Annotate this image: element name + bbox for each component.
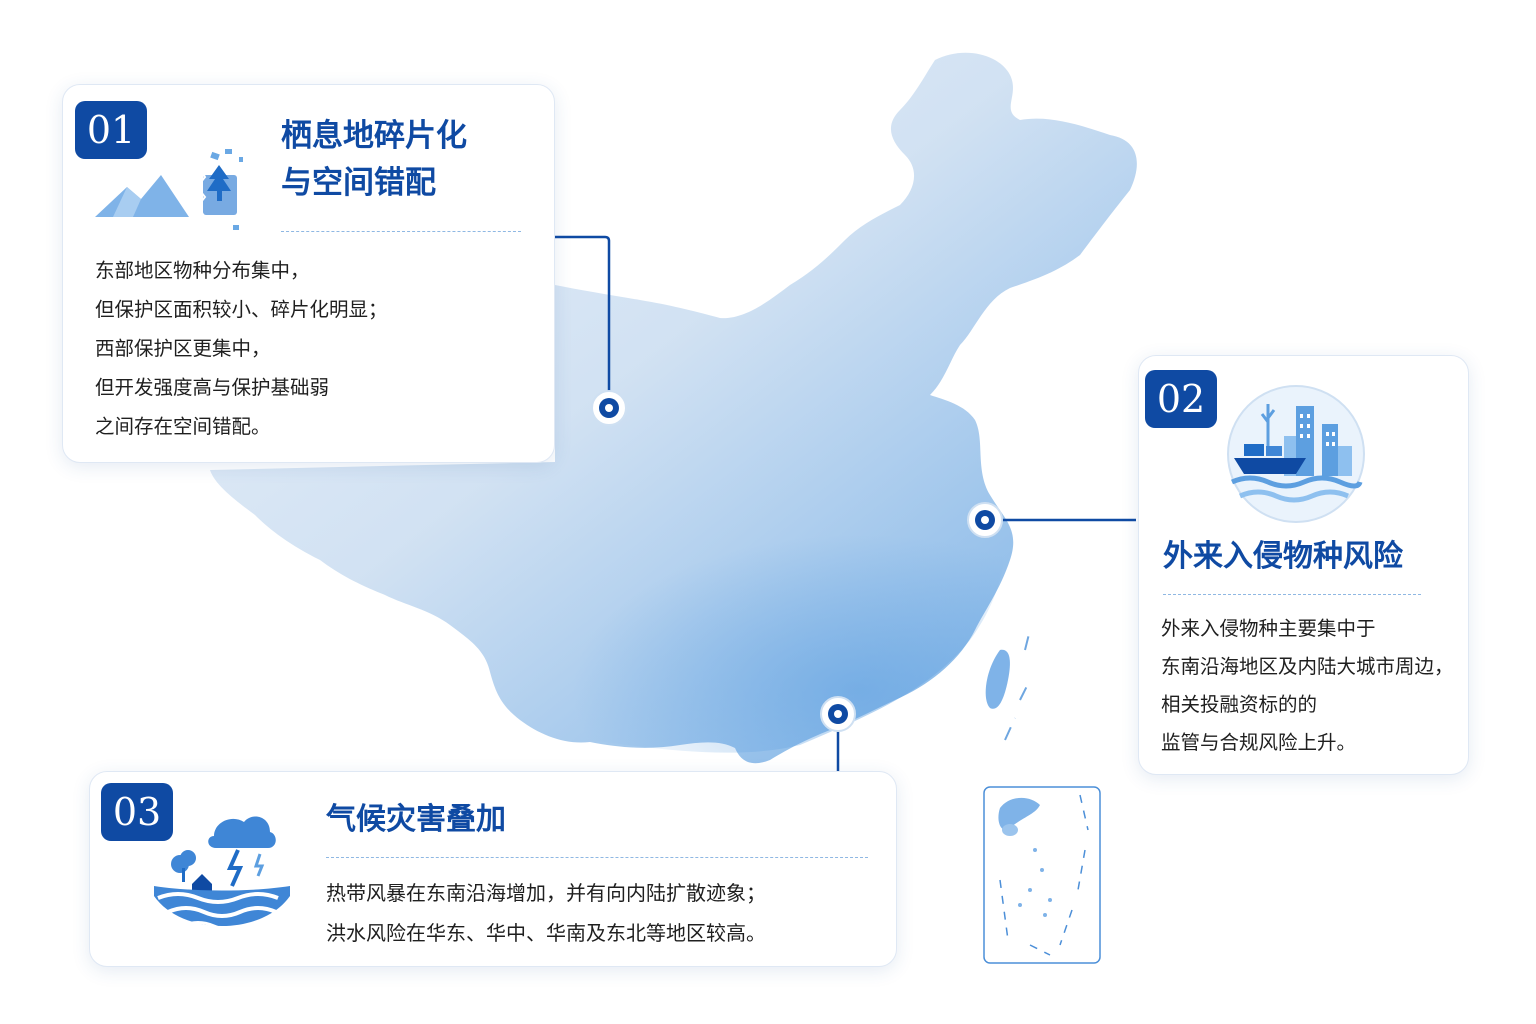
card-title: 外来入侵物种风险 xyxy=(1163,534,1403,579)
card-title-line: 栖息地碎片化 xyxy=(281,118,467,154)
connector-lines xyxy=(555,235,1136,772)
card-body-line: 洪水风险在华东、华中、华南及东北等地区较高。 xyxy=(326,921,766,945)
card-number-badge: 02 xyxy=(1145,370,1217,428)
card-habitat-fragmentation: 01 栖息地碎片化 与空间错配 东部地区物种分布集中， xyxy=(62,84,555,463)
habitat-fragmentation-icon xyxy=(93,147,243,237)
location-marker-1 xyxy=(591,390,627,426)
card-title-line: 外来入侵物种风险 xyxy=(1163,539,1403,574)
location-marker-2 xyxy=(967,502,1003,538)
taiwan-shape xyxy=(985,649,1010,709)
port-city-icon xyxy=(1226,384,1366,524)
card-climate-hazards: 03 气候灾害叠加 热带风暴在东南沿海增加，并有向内陆扩散迹象； 洪水风险在华东… xyxy=(89,771,897,967)
card-body-line: 热带风暴在东南沿海增加，并有向内陆扩散迹象； xyxy=(326,881,766,905)
card-body: 外来入侵物种主要集中于 东南沿海地区及内陆大城市周边， 相关投融资标的的 监管与… xyxy=(1161,610,1454,762)
card-divider xyxy=(281,231,521,232)
card-body-line: 外来入侵物种主要集中于 xyxy=(1161,617,1376,640)
card-body-line: 东南沿海地区及内陆大城市周边， xyxy=(1161,655,1454,678)
card-body-line: 西部保护区更集中， xyxy=(95,337,271,360)
card-body-line: 东部地区物种分布集中， xyxy=(95,259,310,282)
card-title: 气候灾害叠加 xyxy=(326,797,506,842)
card-body: 东部地区物种分布集中， 但保护区面积较小、碎片化明显； 西部保护区更集中， 但开… xyxy=(95,251,388,446)
card-title-line: 气候灾害叠加 xyxy=(326,802,506,837)
card-number-badge: 01 xyxy=(75,101,147,159)
card-divider xyxy=(1163,594,1421,595)
card-body-line: 之间存在空间错配。 xyxy=(95,415,271,438)
card-title-line: 与空间错配 xyxy=(281,164,436,201)
card-body: 热带风暴在东南沿海增加，并有向内陆扩散迹象； 洪水风险在华东、华中、华南及东北等… xyxy=(326,873,766,953)
card-title: 栖息地碎片化 与空间错配 xyxy=(281,113,467,206)
location-marker-3 xyxy=(820,696,856,732)
card-body-line: 但保护区面积较小、碎片化明显； xyxy=(95,298,388,321)
south-china-sea-inset xyxy=(983,786,1101,964)
card-invasive-species: 02 外来入侵物种风险 xyxy=(1138,355,1469,775)
maritime-lines xyxy=(1004,629,1031,741)
card-body-line: 相关投融资标的的 xyxy=(1161,693,1318,716)
card-body-line: 但开发强度高与保护基础弱 xyxy=(95,376,330,399)
card-number-badge: 03 xyxy=(101,783,173,841)
card-divider xyxy=(326,857,868,858)
storm-flood-icon xyxy=(152,806,292,946)
mainland-glow xyxy=(483,469,1005,753)
card-body-line: 监管与合规风险上升。 xyxy=(1161,731,1357,754)
